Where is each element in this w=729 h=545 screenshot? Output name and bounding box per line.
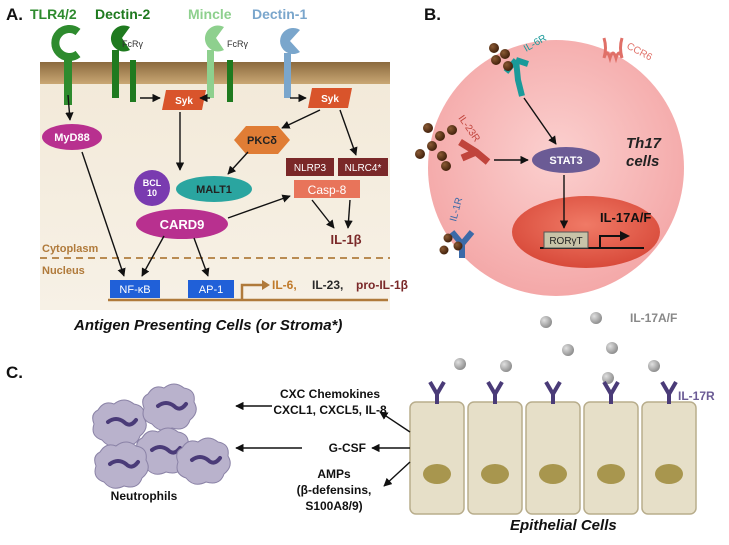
dectin1-receptor-icon <box>280 28 300 98</box>
dectin2-receptor-icon: FcRγ <box>110 25 143 102</box>
card9-label: CARD9 <box>160 217 205 232</box>
neutrophil-cell <box>94 441 149 489</box>
myd88-label: MyD88 <box>54 132 89 144</box>
gene-il6: IL-6, <box>272 278 297 292</box>
epithelial-cell <box>409 380 465 515</box>
amps-line1: AMPs <box>317 467 351 481</box>
neutrophil-cell <box>176 437 231 485</box>
promoter-arrow <box>240 283 262 300</box>
syk-label-1: Syk <box>175 96 193 107</box>
stat3-label: STAT3 <box>549 155 582 167</box>
bcl10-label-line1: BCL <box>143 178 162 188</box>
ap1-node: AP-1 <box>188 280 234 298</box>
dectin2-label: Dectin-2 <box>95 6 150 22</box>
ccr6-label: CCR6 <box>625 41 655 64</box>
il17af-gene-label: IL-17A/F <box>600 210 651 225</box>
nfkb-node: NF-κB <box>110 280 160 298</box>
nlrp3-node: NLRP3 <box>286 158 334 176</box>
gene-proil1b: pro-IL-1β <box>356 278 408 292</box>
panel-b-label: B. <box>424 5 441 24</box>
gene-il23: IL-23, <box>312 278 343 292</box>
myd88-node: MyD88 <box>42 124 102 150</box>
epithelial-cell <box>467 380 523 515</box>
panel-a-arrows <box>65 93 358 277</box>
syk-node-1: Syk <box>162 90 206 110</box>
epithelial-cell <box>641 380 697 515</box>
epithelial-cell <box>583 380 639 515</box>
th17-label-line1: Th17 <box>626 135 662 152</box>
casp8-node: Casp-8 <box>294 180 360 198</box>
nfkb-label: NF-κB <box>119 284 150 296</box>
fcr-label-1: FcRγ <box>122 39 143 49</box>
rorgt-node: RORγT <box>543 231 589 249</box>
dectin1-label: Dectin-1 <box>252 6 307 22</box>
neutrophil-cell <box>142 383 197 431</box>
ap1-label: AP-1 <box>199 284 223 296</box>
il17-cytokines <box>454 312 660 384</box>
epithelial-label: Epithelial Cells <box>510 517 617 534</box>
pkc-node: PKCδ <box>234 126 290 154</box>
epithelial-layer <box>409 380 697 515</box>
th17-promoter-arrow <box>599 235 622 248</box>
syk-label-2: Syk <box>321 94 339 105</box>
tlr-receptor-icon <box>51 25 81 105</box>
gcsf-label: G-CSF <box>329 441 366 455</box>
bcl10-label-line2: 10 <box>147 188 157 198</box>
nlrc4-label: NLRC4* <box>345 163 382 174</box>
epithelial-cell <box>525 380 581 515</box>
cytoplasm-label: Cytoplasm <box>42 243 98 255</box>
il1r-receptor-icon: IL-1R <box>439 196 475 258</box>
pkc-label: PKCδ <box>247 135 277 147</box>
amps-line2: (β-defensins, <box>297 483 372 497</box>
malt1-node: MALT1 <box>176 176 252 202</box>
neutrophils-label: Neutrophils <box>111 489 178 503</box>
il17af-secreted-label: IL-17A/F <box>630 311 677 325</box>
rorgt-label: RORγT <box>549 236 582 247</box>
apc-membrane <box>40 62 390 84</box>
bcl10-node: BCL 10 <box>134 170 170 206</box>
fcr-label-2: FcRγ <box>227 39 248 49</box>
panel-a-label: A. <box>6 5 23 24</box>
chemokines-line1: CXC Chemokines <box>280 387 380 401</box>
chemokines-line2: CXCL1, CXCL5, IL-8 <box>273 403 387 417</box>
tlr-label: TLR4/2 <box>30 6 77 22</box>
th17-label-line2: cells <box>626 153 659 170</box>
nlrc4-node: NLRC4* <box>338 158 388 176</box>
stat3-node: STAT3 <box>532 147 600 173</box>
il1b-label: IL-1β <box>330 232 361 247</box>
mincle-receptor-icon: FcRγ <box>204 25 248 102</box>
panel-a-caption: Antigen Presenting Cells (or Stroma*) <box>73 317 342 334</box>
malt1-label: MALT1 <box>196 184 232 196</box>
neutrophil-cluster <box>92 383 231 489</box>
th17-promoter-arrowhead <box>620 231 630 241</box>
amps-line3: S100A8/9) <box>305 499 362 513</box>
il17r-label: IL-17R <box>678 389 715 403</box>
neutrophil-cell <box>92 399 147 447</box>
casp8-label: Casp-8 <box>308 183 347 197</box>
syk-node-2: Syk <box>308 88 352 108</box>
panel-c-arrows <box>235 401 411 487</box>
promoter-arrowhead <box>262 280 270 290</box>
nucleus-label: Nucleus <box>42 265 85 277</box>
panel-b-arrows <box>494 97 569 229</box>
nlrp3-label: NLRP3 <box>294 163 327 174</box>
mincle-label: Mincle <box>188 6 232 22</box>
panel-c-label: C. <box>6 363 23 382</box>
card9-node: CARD9 <box>136 209 228 239</box>
